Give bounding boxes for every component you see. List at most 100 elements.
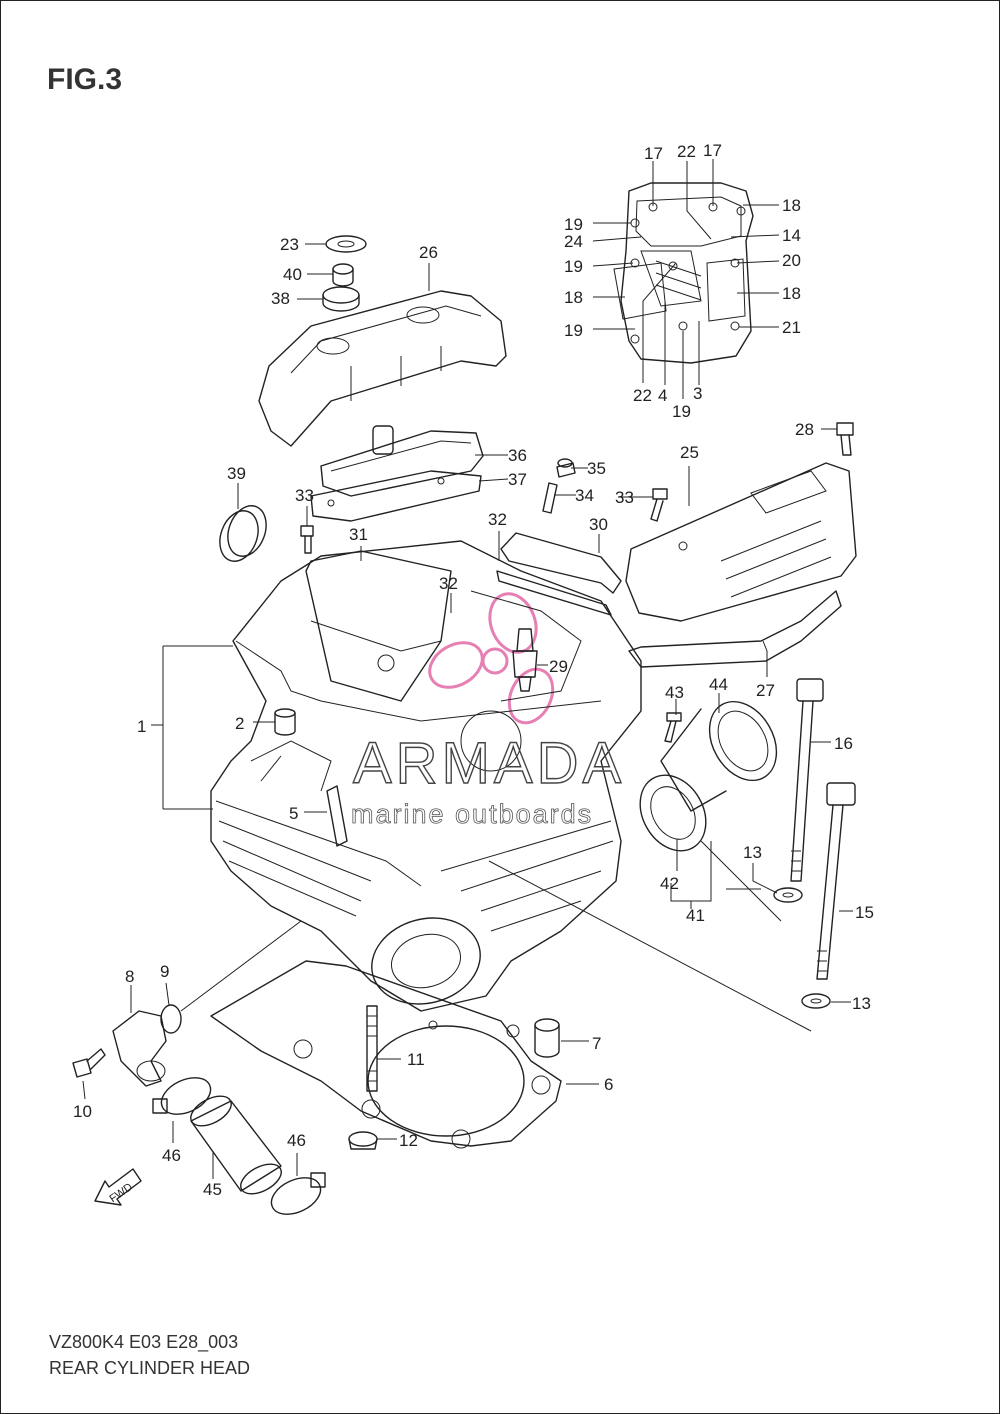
callout-8: 8 bbox=[125, 967, 134, 986]
callout-13: 13 bbox=[852, 994, 871, 1013]
grommet-38 bbox=[322, 286, 360, 312]
cylinder-head-gasket-6 bbox=[210, 960, 562, 1149]
callout-10: 10 bbox=[73, 1102, 92, 1121]
intake-pipe-42 bbox=[639, 774, 707, 852]
callout-34: 34 bbox=[575, 486, 594, 505]
callout-28: 28 bbox=[795, 420, 814, 439]
valve-cover-gasket-upper bbox=[613, 182, 754, 364]
cap-nut-35 bbox=[556, 458, 576, 478]
watermark-tagline-text: marine outboards bbox=[351, 799, 593, 829]
washer-13-lower bbox=[801, 993, 831, 1009]
callout-38: 38 bbox=[271, 289, 290, 308]
hose-clamp-46-upper bbox=[152, 1077, 212, 1115]
callout-19: 19 bbox=[564, 215, 583, 234]
o-ring-9 bbox=[160, 1004, 182, 1034]
bolt-33-right bbox=[650, 488, 668, 522]
callout-33: 33 bbox=[295, 486, 314, 505]
dowel-7 bbox=[534, 1018, 560, 1058]
callout-31: 31 bbox=[349, 525, 368, 544]
callout-20: 20 bbox=[782, 251, 801, 270]
callout-32: 32 bbox=[439, 574, 458, 593]
callout-19: 19 bbox=[564, 257, 583, 276]
watermark-logo bbox=[428, 592, 555, 725]
callout-45: 45 bbox=[203, 1180, 222, 1199]
callout-2: 2 bbox=[235, 714, 244, 733]
cover-gasket-27 bbox=[628, 590, 842, 668]
forward-direction-arrow: FWD bbox=[94, 1168, 142, 1206]
callout-46: 46 bbox=[162, 1146, 181, 1165]
washer-13-upper bbox=[773, 887, 803, 903]
callout-4: 4 bbox=[658, 386, 667, 405]
screw-43 bbox=[664, 712, 682, 743]
callout-23: 23 bbox=[280, 235, 299, 254]
callout-14: 14 bbox=[782, 226, 801, 245]
model-code: VZ800K4 E03 E28_003 bbox=[49, 1332, 239, 1352]
spark-plug-29 bbox=[512, 628, 538, 692]
callout-7: 7 bbox=[592, 1034, 601, 1053]
callout-39: 39 bbox=[227, 464, 246, 483]
callout-25: 25 bbox=[680, 443, 699, 462]
bolt-33-left bbox=[300, 525, 314, 554]
cylinder-cover-26 bbox=[258, 290, 507, 447]
stud-34 bbox=[542, 482, 558, 514]
nut-12 bbox=[348, 1131, 378, 1150]
bolt-28 bbox=[836, 422, 854, 456]
callout-18: 18 bbox=[564, 288, 583, 307]
callout-6: 6 bbox=[604, 1075, 613, 1094]
callout-40: 40 bbox=[283, 265, 302, 284]
cylinder-head-1 bbox=[210, 540, 642, 1012]
callout-17: 17 bbox=[644, 144, 663, 163]
leader-lines bbox=[82, 159, 853, 1179]
washer-23 bbox=[325, 235, 367, 253]
bolt-16 bbox=[790, 678, 824, 882]
callout-13: 13 bbox=[743, 843, 762, 862]
callout-41: 41 bbox=[686, 906, 705, 925]
breather-gasket-37 bbox=[310, 470, 482, 522]
bolt-15 bbox=[816, 782, 856, 980]
hose-clamp-46-lower bbox=[270, 1172, 326, 1215]
intake-pipe-44 bbox=[660, 700, 778, 812]
bolt-10 bbox=[72, 1048, 106, 1078]
plate-30 bbox=[500, 532, 622, 594]
callout-35: 35 bbox=[587, 459, 606, 478]
callout-1: 1 bbox=[137, 717, 146, 736]
callout-32: 32 bbox=[488, 510, 507, 529]
callout-18: 18 bbox=[782, 284, 801, 303]
callout-15: 15 bbox=[855, 903, 874, 922]
stud-5 bbox=[326, 785, 348, 847]
cylinder-cover-25 bbox=[625, 462, 857, 622]
dowel-pin-2 bbox=[274, 708, 296, 736]
callout-3: 3 bbox=[693, 384, 702, 403]
callout-18: 18 bbox=[782, 196, 801, 215]
callout-26: 26 bbox=[419, 243, 438, 262]
hose-45 bbox=[190, 1095, 282, 1195]
callout-36: 36 bbox=[508, 446, 527, 465]
callout-37: 37 bbox=[508, 470, 527, 489]
callout-11: 11 bbox=[407, 1050, 425, 1069]
callout-24: 24 bbox=[564, 232, 583, 251]
callout-42: 42 bbox=[660, 874, 679, 893]
callout-44: 44 bbox=[709, 675, 728, 694]
callout-5: 5 bbox=[289, 804, 298, 823]
callout-16: 16 bbox=[834, 734, 853, 753]
callout-30: 30 bbox=[589, 515, 608, 534]
watermark-brand-text: ARMADA bbox=[353, 731, 625, 796]
gasket-32-top bbox=[496, 570, 612, 616]
callout-46: 46 bbox=[287, 1131, 306, 1150]
breather-cover-36 bbox=[320, 425, 484, 497]
callout-17: 17 bbox=[703, 141, 722, 160]
callout-27: 27 bbox=[756, 681, 775, 700]
callout-22: 22 bbox=[633, 386, 652, 405]
callout-33: 33 bbox=[615, 488, 634, 507]
figure-title: FIG.3 bbox=[47, 63, 123, 96]
callout-12: 12 bbox=[399, 1131, 418, 1150]
seal-ring-39 bbox=[219, 505, 267, 562]
section-name: REAR CYLINDER HEAD bbox=[49, 1358, 251, 1378]
callout-29: 29 bbox=[549, 657, 568, 676]
callout-22: 22 bbox=[677, 142, 696, 161]
bushing-40 bbox=[332, 263, 354, 287]
callout-43: 43 bbox=[665, 683, 684, 702]
